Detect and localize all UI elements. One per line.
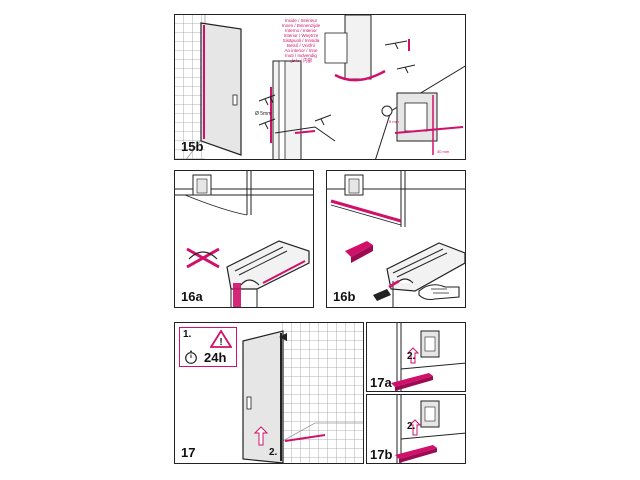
panel-17b-illustration — [395, 395, 465, 463]
multilang-line: Inuti / Indvendig — [285, 53, 317, 58]
multilang-line: داخل / 内部 — [289, 58, 313, 63]
panel-15b: Ø 5mm 5 mm 30 mm Inside / Intérieur Inne… — [174, 14, 466, 160]
multilang-line: Sisäpuoli / Innsida — [282, 38, 320, 43]
svg-text:5 mm: 5 mm — [389, 119, 400, 124]
step-label-16a: 16a — [181, 289, 203, 304]
panel-16b: 16b — [326, 170, 466, 308]
panel-16a: 16a — [174, 170, 314, 308]
warning-box: 1. ! 24h — [179, 327, 237, 367]
step-label-17b: 17b — [370, 447, 393, 462]
panel-17a-illustration — [391, 323, 465, 391]
multilang-line: Innen / Binnenzijde — [281, 23, 321, 28]
panel-17-illustration — [242, 323, 363, 463]
panel-17a: 2. 17a — [366, 322, 466, 392]
multilang-line: Interno / Interior — [285, 28, 317, 33]
step-one-label: 1. — [183, 329, 192, 340]
panel-16a-illustration — [175, 171, 313, 307]
step-label-16b: 16b — [333, 289, 356, 304]
step-label-15b: 15b — [181, 139, 204, 154]
svg-text:!: ! — [219, 337, 222, 348]
stopwatch-icon — [185, 350, 197, 364]
multilang-line: Belső / Vnitřní — [286, 43, 315, 48]
multilang-line: Interior / Wnętrze — [283, 33, 319, 38]
multilang-note: Inside / Intérieur Innen / Binnenzijde I… — [265, 18, 337, 63]
panel-15b-illustration: Ø 5mm 5 mm 30 mm — [175, 15, 465, 159]
multilang-line: Inside / Intérieur — [284, 18, 318, 23]
step-two-label-17a: 2. — [407, 351, 416, 362]
warning-triangle-icon: ! — [210, 330, 232, 348]
step-label-17a: 17a — [370, 375, 392, 390]
multilang-line: Ao interior / Inne — [284, 48, 318, 53]
svg-text:30 mm: 30 mm — [437, 149, 450, 154]
step-two-label: 2. — [269, 447, 278, 458]
step-two-label-17b: 2. — [407, 421, 416, 432]
panel-16b-illustration — [327, 171, 465, 307]
svg-text:Ø 5mm: Ø 5mm — [255, 111, 271, 117]
panel-17b: 2. 17b — [366, 394, 466, 464]
panel-17: 1. ! 24h 2. 17 — [174, 322, 364, 464]
step-label-17: 17 — [181, 445, 196, 460]
cure-time-label: 24h — [204, 350, 227, 365]
